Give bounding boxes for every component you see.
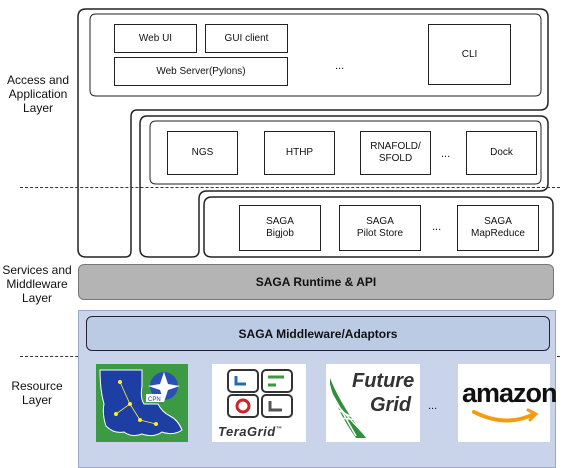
saga-pilot-store-box: SAGA Pilot Store: [339, 205, 421, 251]
grid-label: Grid: [370, 394, 412, 416]
saga-bigjob-box: SAGA Bigjob: [239, 205, 321, 251]
teragrid-logo: TeraGrid™: [212, 364, 306, 442]
ellipsis: ...: [335, 60, 345, 72]
amazon-smile-icon: [472, 408, 539, 423]
ngs-box: NGS: [167, 131, 238, 175]
dock-box: Dock: [466, 131, 537, 175]
cpn-label: CPN: [148, 397, 161, 403]
gui-client-box: GUI client: [205, 24, 288, 53]
application-inner-outline: [149, 120, 542, 185]
hthp-box: HTHP: [264, 131, 335, 175]
trademark-mark: ™: [275, 426, 283, 433]
ellipsis: ...: [432, 221, 442, 233]
ellipsis: ...: [428, 400, 438, 412]
amazon-label: amazon: [462, 378, 558, 408]
teragrid-arrows-icon: [227, 369, 293, 418]
amazon-logo: amazon: [458, 364, 558, 442]
louisiana-map-icon: CPN: [96, 364, 188, 442]
rnafold-box: RNAFOLD/ SFOLD: [360, 131, 431, 175]
futuregrid-logo: Future Grid: [326, 364, 420, 442]
saga-runtime-label: SAGA Runtime & API: [255, 275, 377, 289]
future-label: Future: [352, 370, 415, 392]
resource-layer-label: Resource Layer: [11, 379, 63, 407]
saga-runtime-bar: SAGA Runtime & API: [78, 264, 554, 300]
futuregrid-grid-icon: [330, 378, 367, 438]
cli-box: CLI: [428, 24, 511, 85]
saga-mapreduce-box: SAGA MapReduce: [457, 205, 539, 251]
saga-middleware-bar: SAGA Middleware/Adaptors: [86, 316, 550, 351]
services-layer-label: Services and Middleware Layer: [2, 263, 72, 305]
saga-middleware-label: SAGA Middleware/Adaptors: [238, 326, 398, 341]
web-ui-box: Web UI: [114, 24, 197, 53]
access-layer-label: Access and Application Layer: [6, 73, 70, 115]
teragrid-label: TeraGrid: [218, 424, 276, 439]
separator-line: [20, 187, 560, 188]
loni-logo: CPN: [96, 364, 188, 442]
ellipsis: ...: [441, 148, 451, 160]
web-server-box: Web Server(Pylons): [114, 57, 288, 86]
